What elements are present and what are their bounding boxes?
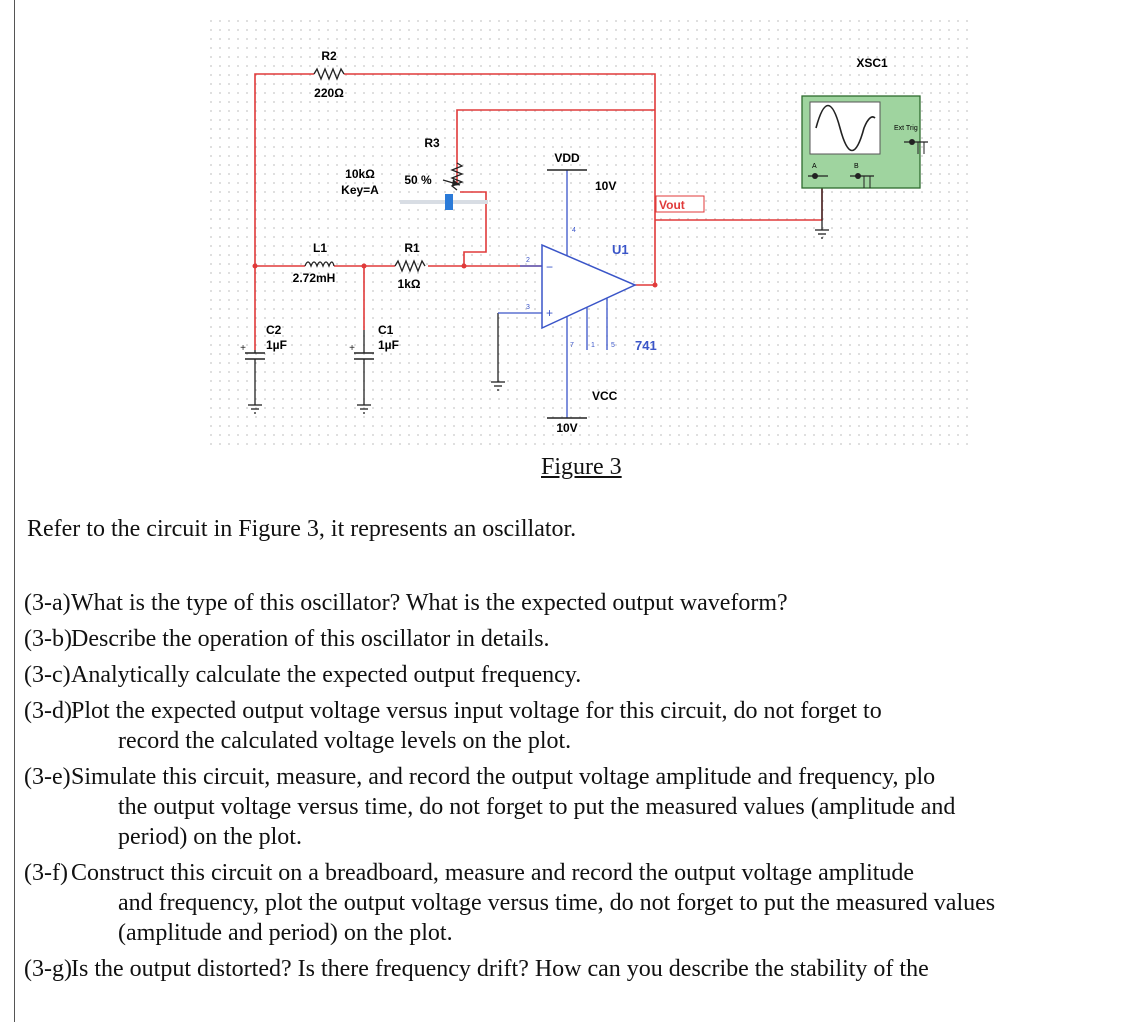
question-3a: (3-a)What is the type of this oscillator… <box>24 588 1141 618</box>
svg-text:−: − <box>546 260 553 274</box>
vdd-ref: VDD <box>554 151 580 165</box>
question-text: What is the type of this oscillator? Wha… <box>71 590 788 616</box>
c2-capacitor[interactable]: + C2 1µF <box>240 323 287 405</box>
figure-caption: Figure 3 <box>541 454 622 480</box>
vout-net-label: Vout <box>655 195 705 213</box>
page-margin-rule <box>14 0 15 1022</box>
channel-b-label: B <box>854 163 859 170</box>
question-3e: (3-e)Simulate this circuit, measure, and… <box>24 762 1141 852</box>
r2-ref: R2 <box>321 49 337 63</box>
l1-ref: L1 <box>313 241 327 255</box>
r1-resistor[interactable]: R1 1kΩ <box>394 241 426 291</box>
question-id: (3-c) <box>24 662 71 688</box>
grid-background <box>210 20 970 450</box>
r2-resistor[interactable]: R2 220Ω <box>313 49 345 100</box>
vcc-supply[interactable]: VCC 10V <box>547 389 618 435</box>
channel-a-label: A <box>812 163 817 170</box>
c2-ref: C2 <box>266 323 282 337</box>
sine-wave-icon <box>815 104 876 152</box>
question-3f: (3-f)Construct this circuit on a breadbo… <box>24 858 1141 948</box>
c1-capacitor[interactable]: + C1 1µF <box>349 323 399 405</box>
question-id: (3-g) <box>24 956 72 982</box>
question-text-cont: the output voltage versus time, do not f… <box>118 794 956 820</box>
question-id: (3-e) <box>24 764 71 790</box>
intro-paragraph: Refer to the circuit in Figure 3, it rep… <box>27 516 577 542</box>
oscilloscope-xsc1[interactable]: XSC1 A B Ext Trig <box>801 56 928 189</box>
vdd-value: 10V <box>595 179 616 193</box>
question-3d: (3-d)Plot the expected output voltage ve… <box>24 696 1141 756</box>
pin-5-label: 5 <box>611 342 615 349</box>
xsc1-ref: XSC1 <box>856 56 888 70</box>
question-id: (3-a) <box>24 590 71 616</box>
pin-3-label: 3 <box>526 304 530 311</box>
r1-ref: R1 <box>404 241 420 255</box>
question-text: Simulate this circuit, measure, and reco… <box>71 764 936 790</box>
r2-value: 220Ω <box>314 86 344 100</box>
question-3c: (3-c)Analytically calculate the expected… <box>24 660 1141 690</box>
svg-text:+: + <box>349 343 355 354</box>
l1-value: 2.72mH <box>293 271 336 285</box>
question-text: Construct this circuit on a breadboard, … <box>71 860 915 886</box>
ext-trig-label: Ext Trig <box>894 125 918 132</box>
question-text: Is the output distorted? Is there freque… <box>71 956 929 982</box>
u1-part: 741 <box>635 338 657 353</box>
c1-value: 1µF <box>378 338 399 352</box>
question-text-cont: and frequency, plot the output voltage v… <box>118 890 996 916</box>
question-id: (3-f) <box>24 860 68 886</box>
r1-value: 1kΩ <box>398 277 421 291</box>
u1-ref: U1 <box>612 242 629 257</box>
pin-7-label: 7 <box>570 342 574 349</box>
r3-key: Key=A <box>341 183 379 197</box>
question-text-cont: record the calculated voltage levels on … <box>118 728 572 754</box>
question-list: (3-a)What is the type of this oscillator… <box>24 588 1141 990</box>
r3-value: 10kΩ <box>345 167 375 181</box>
svg-text:+: + <box>240 343 246 354</box>
c1-ref: C1 <box>378 323 394 337</box>
svg-text:+: + <box>546 306 553 320</box>
circuit-schematic: R2 220Ω R3 10kΩ Key=A 50 % L1 2.72mH R1 … <box>210 20 970 450</box>
question-text-cont: (amplitude and period) on the plot. <box>118 920 453 946</box>
pin-4-label: 4 <box>572 227 576 234</box>
r3-setting: 50 % <box>404 173 432 187</box>
question-text-cont: period) on the plot. <box>118 824 302 850</box>
question-id: (3-b) <box>24 626 72 652</box>
question-text: Analytically calculate the expected outp… <box>71 662 582 688</box>
vdd-supply[interactable]: VDD 10V <box>547 151 616 193</box>
vout-label-text: Vout <box>659 198 685 212</box>
l1-inductor[interactable]: L1 2.72mH <box>293 241 336 285</box>
c2-value: 1µF <box>266 338 287 352</box>
pin-2-label: 2 <box>526 257 530 264</box>
junction-dots <box>252 263 658 288</box>
vcc-value: 10V <box>556 421 577 435</box>
question-text: Plot the expected output voltage versus … <box>71 698 882 724</box>
pin-1-label: 1 <box>591 342 595 349</box>
question-3g: (3-g)Is the output distorted? Is there f… <box>24 954 1141 984</box>
r3-potentiometer[interactable]: R3 10kΩ Key=A 50 % <box>341 136 488 210</box>
question-text: Describe the operation of this oscillato… <box>71 626 550 652</box>
question-3b: (3-b)Describe the operation of this osci… <box>24 624 1141 654</box>
op-amp-u1[interactable]: − + U1 741 4 2 3 7 1 5 <box>498 170 657 418</box>
r3-ref: R3 <box>424 136 440 150</box>
vcc-ref: VCC <box>592 389 618 403</box>
question-id: (3-d) <box>24 698 72 724</box>
